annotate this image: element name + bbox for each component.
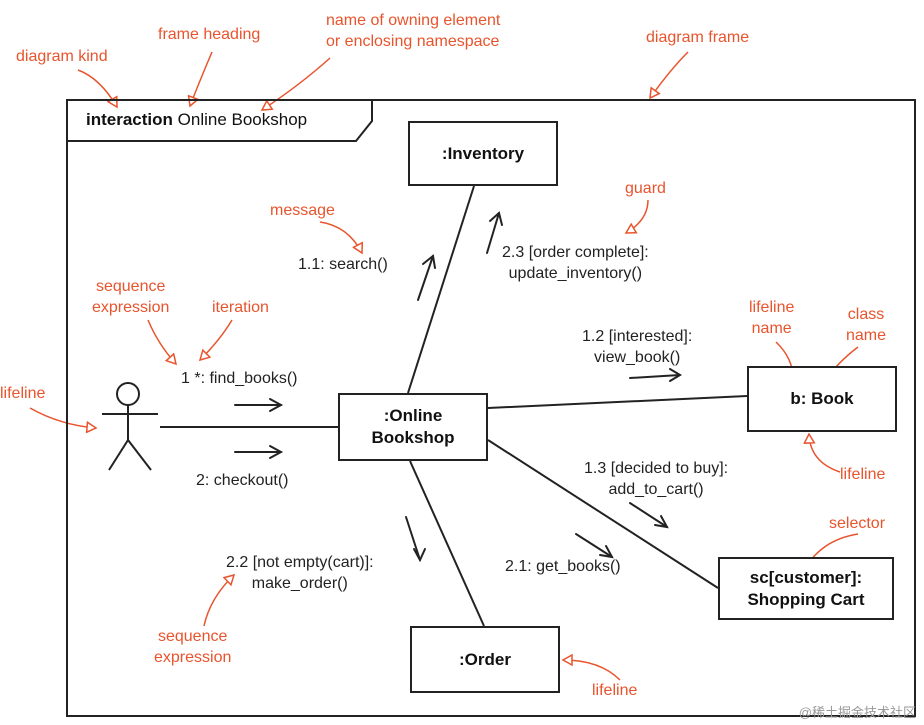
ann-lifeline-book: lifeline xyxy=(840,466,886,483)
pointer-sequence-expression-top xyxy=(147,319,176,364)
pointer-diagram-kind xyxy=(77,69,117,107)
ann-lifeline-order: lifeline xyxy=(592,682,638,699)
ann-owning-element-line1: name of owning element xyxy=(326,12,501,29)
pointer-guard xyxy=(626,199,649,233)
node-online-bookshop-line1: :Online xyxy=(383,406,443,425)
ann-sequence-expression-bottom-line1: sequence xyxy=(157,628,228,645)
pointer-owning-element xyxy=(262,57,331,110)
ann-lifeline-name-line1: lifeline xyxy=(749,299,795,316)
msg-add-to-cart-line2: add_to_cart() xyxy=(608,481,704,498)
msg-search: 1.1: search() xyxy=(298,256,388,273)
arrow-search xyxy=(417,254,436,301)
frame-heading-kind: interaction xyxy=(86,110,173,129)
ann-sequence-expression-top: sequence expression xyxy=(92,276,169,318)
pointer-lifeline-actor xyxy=(29,407,96,428)
node-online-bookshop: :Online Bookshop xyxy=(338,393,488,461)
node-shopping-cart-line1: sc[customer]: xyxy=(749,567,863,587)
msg-make-order-line2: make_order() xyxy=(251,575,348,592)
actor-figure xyxy=(102,382,158,471)
node-order-label: :Order xyxy=(459,649,511,669)
msg-update-inventory: 2.3 [order complete]: update_inventory() xyxy=(502,242,649,284)
ann-guard: guard xyxy=(625,180,666,197)
link-bookshop-book xyxy=(487,395,748,409)
arrow-find-books xyxy=(234,398,284,412)
arrow-make-order xyxy=(405,516,426,563)
ann-owning-element: name of owning element or enclosing name… xyxy=(326,10,500,52)
ann-iteration: iteration xyxy=(212,299,269,316)
node-shopping-cart: sc[customer]: Shopping Cart xyxy=(718,557,894,620)
ann-sequence-expression-bottom-line2: expression xyxy=(154,649,232,666)
ann-selector: selector xyxy=(829,515,886,532)
ann-class-name-line2: name xyxy=(846,327,887,344)
frame-heading-tab xyxy=(66,99,373,142)
msg-make-order-line1: 2.2 [not empty(cart)]: xyxy=(226,554,374,571)
msg-add-to-cart-line1: 1.3 [decided to buy]: xyxy=(584,460,729,477)
watermark: @稀土掘金技术社区 xyxy=(798,705,916,720)
ann-sequence-expression-bottom: sequence expression xyxy=(154,626,231,668)
node-inventory: :Inventory xyxy=(408,121,558,186)
arrow-get-books xyxy=(575,533,614,559)
msg-make-order: 2.2 [not empty(cart)]: make_order() xyxy=(226,552,374,594)
msg-add-to-cart: 1.3 [decided to buy]: add_to_cart() xyxy=(584,458,728,500)
ann-frame-heading: frame heading xyxy=(158,26,261,43)
frame-heading-name: Online Bookshop xyxy=(177,110,308,129)
ann-class-name: class name xyxy=(846,304,886,346)
msg-view-book-line1: 1.2 [interested]: xyxy=(582,328,693,345)
ann-sequence-expression-top-line2: expression xyxy=(92,299,170,316)
arrow-update-inventory xyxy=(486,211,503,254)
msg-view-book: 1.2 [interested]: view_book() xyxy=(582,326,692,368)
ann-sequence-expression-top-line1: sequence xyxy=(95,278,166,295)
node-online-bookshop-line2: Bookshop xyxy=(371,428,455,447)
ann-lifeline-actor: lifeline xyxy=(0,385,46,402)
pointer-lifeline-order xyxy=(563,660,621,681)
link-bookshop-inventory xyxy=(407,185,475,394)
ann-diagram-frame: diagram frame xyxy=(646,29,750,46)
node-order: :Order xyxy=(410,626,560,693)
ann-owning-element-line2: or enclosing namespace xyxy=(326,33,500,50)
pointer-sequence-expression-bottom xyxy=(203,575,234,627)
node-book-label: b: Book xyxy=(790,389,854,408)
msg-get-books: 2.1: get_books() xyxy=(505,558,621,575)
node-shopping-cart-line2: Shopping Cart xyxy=(747,589,865,609)
ann-class-name-line1: class xyxy=(847,306,885,323)
ann-message: message xyxy=(270,202,335,219)
msg-update-inventory-line2: update_inventory() xyxy=(508,265,643,282)
arrow-view-book xyxy=(629,368,682,382)
msg-view-book-line2: view_book() xyxy=(594,349,681,366)
node-inventory-label: :Inventory xyxy=(441,143,525,163)
pointer-iteration xyxy=(200,319,233,360)
link-bookshop-order xyxy=(409,460,485,627)
msg-find-books: 1 *: find_books() xyxy=(181,370,298,387)
ann-lifeline-name: lifeline name xyxy=(749,297,794,339)
node-book: b: Book xyxy=(747,366,897,432)
msg-update-inventory-line1: 2.3 [order complete]: xyxy=(502,244,649,261)
frame-heading: interaction Online Bookshop xyxy=(86,110,307,130)
msg-checkout: 2: checkout() xyxy=(196,472,289,489)
pointer-frame-heading xyxy=(190,51,213,106)
pointer-lifeline-book xyxy=(809,434,841,473)
ann-diagram-kind: diagram kind xyxy=(16,48,108,65)
pointer-diagram-frame xyxy=(650,51,689,98)
ann-lifeline-name-line2: name xyxy=(751,320,792,337)
arrow-add-to-cart xyxy=(629,502,669,529)
arrow-checkout xyxy=(234,445,284,459)
diagram-frame xyxy=(66,99,916,717)
pointer-message xyxy=(319,221,362,253)
link-bookshop-cart xyxy=(487,439,719,589)
